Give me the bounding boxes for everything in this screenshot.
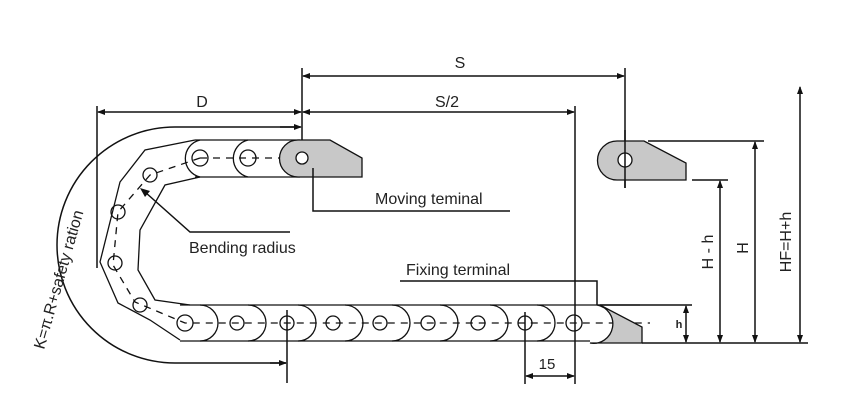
label-HF: HF=H+h (778, 212, 795, 272)
chain-curve-outer (99, 139, 196, 341)
label-fixing-terminal: Fixing terminal (406, 262, 510, 279)
label-D: D (196, 94, 208, 111)
fixing-terminal (589, 304, 643, 344)
chain (99, 139, 650, 342)
moving-terminal (278, 139, 363, 178)
right-moving-terminal (596, 140, 687, 181)
label-K: K=π.R+safety ration (32, 208, 88, 351)
label-S: S (455, 55, 466, 72)
label-S-half: S/2 (435, 94, 459, 111)
label-moving-terminal: Moving teminal (375, 191, 483, 208)
chain-curve-inner (137, 176, 201, 306)
label-bending-radius: Bending radius (189, 240, 296, 257)
label-15: 15 (539, 356, 556, 373)
k-arc (56, 126, 300, 364)
fixing-terminal-leader (400, 280, 598, 305)
bending-radius-leader (144, 191, 290, 233)
label-h: h (676, 319, 683, 331)
label-H-minus-h: H - h (700, 235, 717, 270)
moving-terminal-leader (312, 168, 510, 212)
label-H: H (735, 242, 752, 254)
